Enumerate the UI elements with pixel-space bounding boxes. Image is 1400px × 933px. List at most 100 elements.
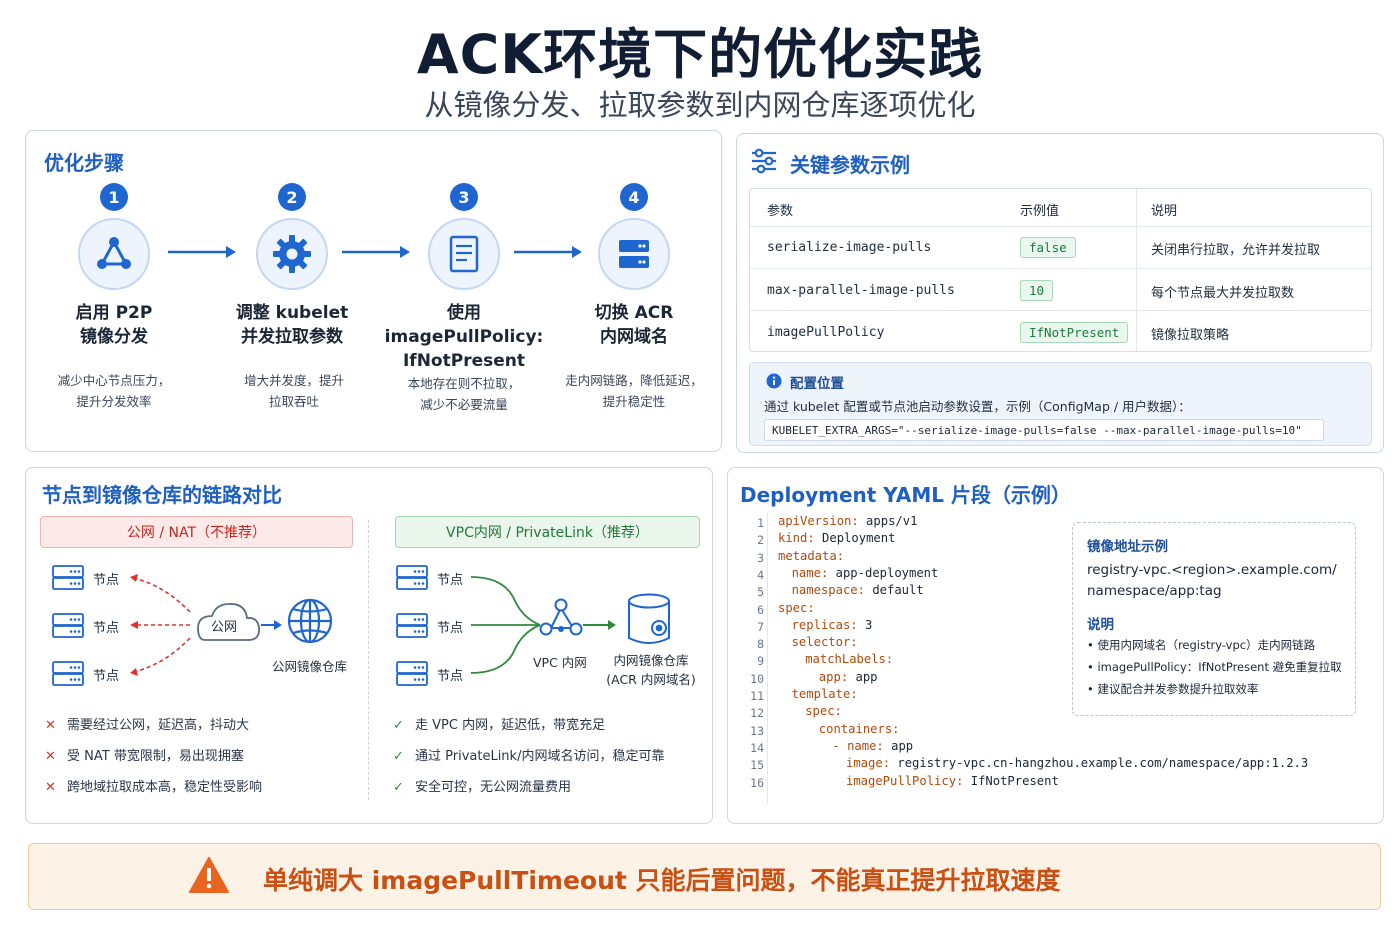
warning-icon	[189, 857, 229, 893]
yaml-key: replicas	[791, 617, 851, 632]
address-title: 镜像地址示例	[1087, 539, 1168, 555]
step-3-label: 使用 imagePullPolicy: IfNotPresent	[384, 303, 544, 371]
network-hub-icon	[539, 598, 583, 636]
vpc-route-header: VPC内网 / PrivateLink（推荐）	[395, 516, 700, 548]
yaml-value: default	[864, 583, 924, 598]
step-3-icon-circle	[428, 218, 500, 290]
cloud-label: 公网	[211, 620, 238, 635]
yaml-key: kind	[778, 531, 808, 546]
vpc-hub-label: VPC 内网	[533, 655, 587, 670]
yaml-value: app-deployment	[828, 565, 939, 580]
step-4-number: 4	[620, 183, 648, 211]
warning-banner: 单纯调大 imagePullTimeout 只能后置问题，不能真正提升拉取速度	[28, 843, 1381, 910]
column-header: 说明	[1151, 204, 1178, 219]
table-row: imagePullPolicy IfNotPresent 镜像拉取策略	[750, 311, 1371, 352]
gear-icon	[273, 235, 311, 273]
cross-icon: ✕	[45, 780, 56, 795]
public-bullet: ✕受 NAT 带宽限制，易出现拥塞	[45, 749, 244, 764]
params-panel-title: 关键参数示例	[790, 153, 910, 177]
column-header: 示例值	[1020, 204, 1060, 219]
public-node-label: 节点	[93, 573, 120, 588]
globe-icon	[287, 598, 333, 644]
param-name: serialize-image-pulls	[767, 240, 932, 255]
vpc-node-label: 节点	[437, 573, 464, 588]
yaml-key: apiVersion	[778, 514, 852, 528]
yaml-value: app	[883, 738, 914, 753]
code-line-number: 8	[757, 637, 764, 652]
yaml-key: namespace	[791, 583, 858, 598]
code-line: spec:	[778, 600, 815, 615]
vpc-repo-label: 内网镜像仓库 (ACR 内网域名)	[606, 653, 696, 687]
step-4-desc: 走内网链路，降低延迟， 提升稳定性	[565, 373, 703, 409]
code-line-number: 11	[750, 689, 764, 703]
yaml-key: app	[818, 669, 841, 684]
code-line: replicas: 3	[791, 617, 873, 632]
yaml-value: IfNotPresent	[963, 773, 1059, 788]
step-2-number: 2	[278, 183, 306, 211]
public-route-header: 公网 / NAT（不推荐）	[40, 516, 353, 548]
yaml-key: imagePullPolicy	[846, 773, 957, 788]
check-icon: ✓	[393, 749, 404, 764]
code-line-number: 2	[757, 533, 764, 548]
column-divider	[1136, 189, 1137, 351]
yaml-key: image	[846, 756, 883, 771]
code-line-number: 4	[757, 567, 764, 582]
yaml-key: spec	[778, 600, 808, 615]
param-name: imagePullPolicy	[767, 325, 885, 340]
code-line-number: 13	[750, 723, 764, 738]
note-item: • imagePullPolicy：IfNotPresent 避免重复拉取	[1087, 660, 1342, 674]
step-3-number: 3	[450, 183, 478, 211]
public-route-diagram	[52, 565, 333, 686]
compare-divider	[368, 520, 369, 800]
arrow-right-icon	[168, 246, 236, 258]
yaml-panel-title: Deployment YAML 片段（示例）	[740, 483, 1071, 507]
config-title: 配置位置	[790, 376, 844, 392]
steps-panel-title: 优化步骤	[44, 151, 124, 175]
page-subtitle: 从镜像分发、拉取参数到内网仓库逐项优化	[424, 88, 976, 122]
note-item: • 使用内网域名（registry-vpc）走内网链路	[1087, 638, 1316, 652]
arrow-right-icon	[514, 246, 582, 258]
server-icon	[396, 661, 428, 686]
server-icon	[396, 565, 428, 590]
compare-panel-title: 节点到镜像仓库的链路对比	[42, 483, 282, 507]
check-icon: ✓	[393, 780, 404, 795]
yaml-key: spec	[805, 704, 835, 719]
params-table: 参数 示例值 说明 serialize-image-pulls false 关闭…	[749, 188, 1372, 352]
yaml-value: apps/v1	[858, 514, 918, 528]
code-line-number: 7	[757, 619, 764, 634]
config-location-box: 配置位置 通过 kubelet 配置或节点池启动参数设置，示例（ConfigMa…	[749, 362, 1372, 446]
note-desc-title: 说明	[1087, 617, 1114, 633]
table-header-row: 参数 示例值 说明	[750, 189, 1371, 227]
yaml-key: - name	[832, 738, 877, 753]
database-icon	[628, 593, 670, 644]
step-1-number: 1	[100, 183, 128, 211]
code-line: image: registry-vpc.cn-hangzhou.example.…	[846, 756, 1309, 771]
code-line-number: 15	[750, 758, 764, 773]
code-line: containers:	[818, 721, 900, 736]
yaml-value: 3	[857, 617, 873, 632]
image-address-note: 镜像地址示例 registry-vpc.<region>.example.com…	[1072, 522, 1356, 716]
step-1-label: 启用 P2P 镜像分发	[75, 303, 153, 347]
cross-icon: ✕	[45, 718, 56, 733]
yaml-key: metadata	[778, 548, 837, 563]
yaml-value: Deployment	[814, 531, 896, 546]
public-bullet: ✕跨地域拉取成本高，稳定性受影响	[45, 780, 263, 795]
code-line: name: app-deployment	[791, 565, 939, 580]
code-line: template:	[791, 687, 858, 701]
steps-arrows	[168, 246, 582, 258]
param-name: max-parallel-image-pulls	[767, 283, 955, 298]
code-line-number: 12	[750, 706, 764, 721]
step-1-icon-circle	[78, 218, 150, 290]
code-line: spec:	[805, 704, 842, 719]
code-line: app: app	[818, 669, 878, 684]
code-line-number: 14	[750, 740, 764, 755]
yaml-panel: Deployment YAML 片段（示例）	[727, 467, 1384, 824]
code-line-number: 10	[750, 671, 764, 686]
step-4-icon-circle	[598, 218, 670, 290]
yaml-key: template	[791, 687, 851, 701]
share-nodes-icon	[97, 237, 131, 269]
step-2-desc: 增大并发度，提升 拉取吞吐	[243, 373, 344, 409]
vpc-bullet: ✓安全可控，无公网流量费用	[393, 780, 572, 795]
code-line-number: 9	[757, 654, 764, 669]
